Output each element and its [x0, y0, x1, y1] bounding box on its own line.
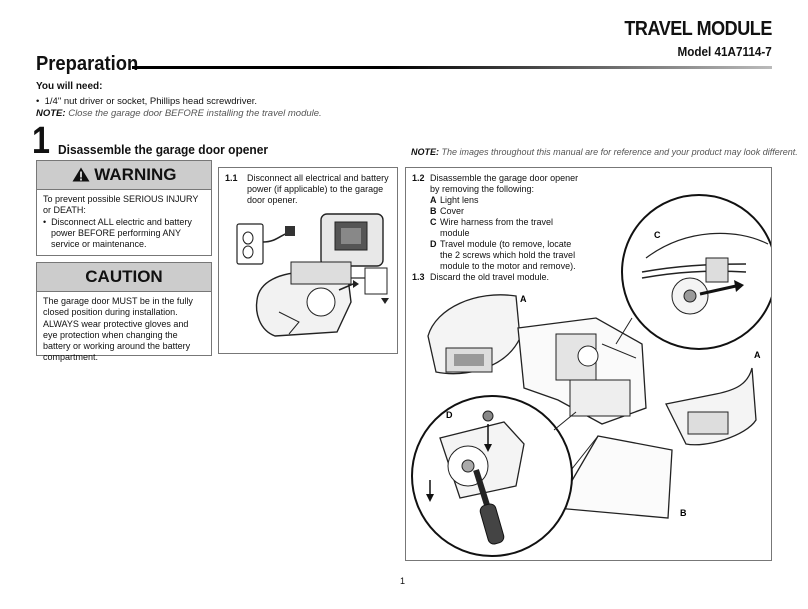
tools-list-item: • 1/4" nut driver or socket, Phillips he… — [36, 96, 258, 107]
item-text: Travel module (to remove, locate the 2 s… — [440, 239, 576, 271]
warning-label: WARNING — [94, 165, 177, 184]
callout-c: C — [654, 230, 661, 240]
disconnect-power-illustration — [236, 213, 389, 337]
step-1-1-text: Disconnect all electrical and battery po… — [247, 173, 389, 205]
item-letter: B — [430, 206, 437, 216]
you-will-need-label: You will need: — [36, 81, 103, 92]
warning-triangle-icon — [72, 167, 90, 182]
item-text: Light lens — [440, 195, 479, 205]
item-letter: C — [430, 217, 437, 227]
images-note: NOTE: The images throughout this manual … — [411, 147, 798, 157]
preparation-heading: Preparation — [36, 53, 139, 75]
caution-text-1: The garage door MUST be in the fully clo… — [43, 296, 193, 317]
warning-banner: WARNING — [37, 161, 211, 190]
note-label: NOTE: — [411, 147, 439, 157]
callout-d: D — [446, 410, 453, 420]
caution-banner: CAUTION — [37, 263, 211, 292]
step-1-2-panel: 1.2 Disassemble the garage door opener b… — [405, 167, 772, 561]
warning-bullet: • Disconnect ALL electric and battery po… — [43, 217, 192, 249]
heading-rule — [132, 66, 772, 69]
step-1-3-text: Discard the old travel module. — [430, 272, 550, 282]
step-1-1-number: 1.1 — [225, 173, 238, 183]
item-letter: A — [430, 195, 437, 205]
callout-a-right: A — [754, 350, 761, 360]
item-letter: D — [430, 239, 437, 249]
model-number: Model 41A7114-7 — [677, 44, 772, 59]
note-label: NOTE: — [36, 108, 66, 119]
callout-a-left: A — [520, 294, 527, 304]
note-text: The images throughout this manual are fo… — [441, 147, 798, 157]
warning-text: To prevent possible SERIOUS INJURY or DE… — [43, 194, 199, 215]
step-1-3-number: 1.3 — [412, 272, 425, 282]
step-1-2-text: Disassemble the garage door opener by re… — [430, 173, 579, 194]
step-1-2-number: 1.2 — [412, 173, 425, 183]
note-text: Close the garage door BEFORE installing … — [68, 108, 322, 119]
caution-label: CAUTION — [85, 267, 163, 286]
tools-text: 1/4" nut driver or socket, Phillips head… — [44, 96, 258, 107]
step-1-1-panel: 1.1 Disconnect all electrical and batter… — [218, 167, 398, 354]
caution-text-2: ALWAYS wear protective gloves and eye pr… — [43, 319, 191, 362]
preparation-note: NOTE: Close the garage door BEFORE insta… — [36, 108, 322, 119]
item-text: Wire harness from the travel module — [440, 217, 554, 238]
caution-box: CAUTION The garage door MUST be in the f… — [36, 262, 212, 362]
document-title: TRAVEL MODULE — [624, 18, 773, 40]
warning-box: WARNING To prevent possible SERIOUS INJU… — [36, 160, 212, 256]
page-number: 1 — [400, 576, 406, 586]
item-text: Cover — [440, 206, 465, 216]
warning-bullet-text: Disconnect ALL electric and battery powe… — [51, 217, 192, 249]
step-number: 1 — [32, 120, 50, 162]
disassembly-illustration: A A B C D — [411, 194, 771, 557]
callout-b: B — [680, 508, 687, 518]
step-title: Disassemble the garage door opener — [58, 142, 269, 157]
